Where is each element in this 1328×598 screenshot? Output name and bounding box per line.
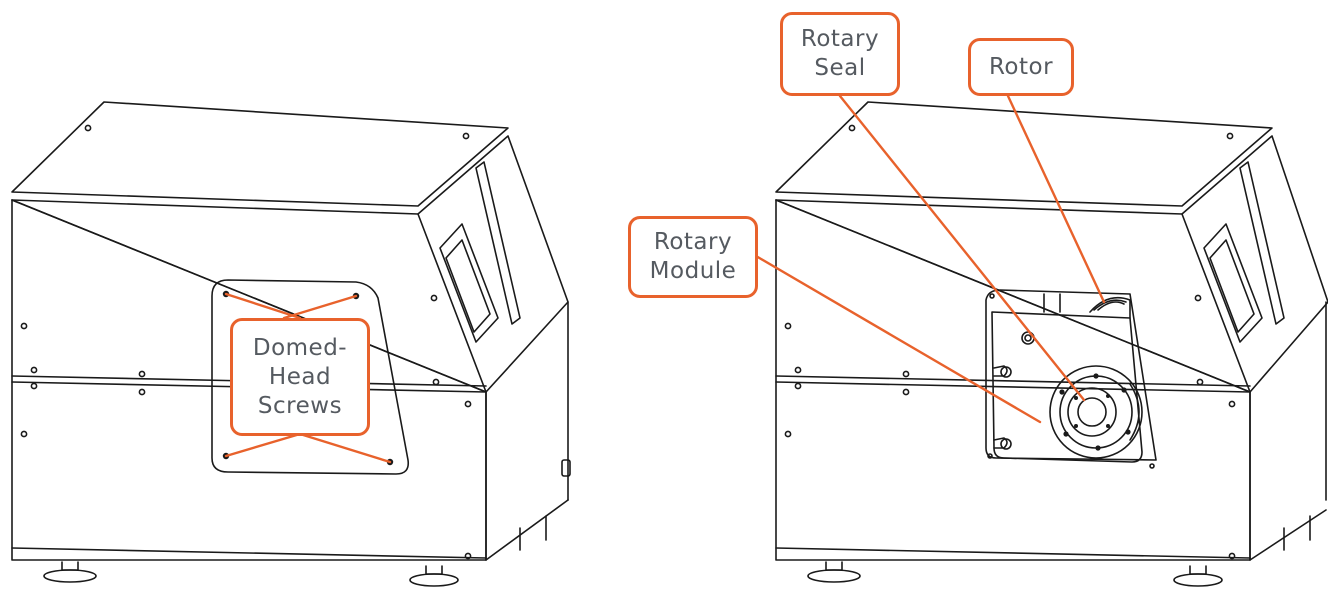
rotor-leader-line [1006, 94, 1106, 304]
right-machine-side-panel [1181, 135, 1328, 393]
callout-text-line: Domed- [252, 334, 348, 361]
callout-text-line: Screws [257, 392, 343, 419]
callout-domed-head-screws: Domed- Head Screws [230, 318, 370, 436]
callout-text-line: Rotary [800, 26, 880, 52]
right-machine-opening [985, 289, 1157, 461]
rotary-module-leader-line [754, 254, 1042, 424]
left-machine-side-panel [417, 135, 569, 393]
screws-leader-lines [224, 292, 392, 464]
rotor-part [1043, 293, 1131, 319]
rotary-seal-leader-line [838, 94, 1086, 402]
rotary-module-plate [991, 311, 1143, 463]
callout-text-line: Rotary [653, 229, 733, 255]
left-machine-feet [43, 515, 547, 587]
right-machine-front-panel [775, 199, 1251, 561]
right-machine-display [1203, 223, 1263, 343]
left-machine-access-cover [211, 279, 410, 475]
right-machine-feet [807, 515, 1311, 587]
rotary-head-assembly [1049, 365, 1143, 459]
callout-rotary-module: Rotary Module [628, 216, 758, 298]
callout-text-line: Module [649, 258, 737, 284]
left-machine-cover-on [11, 101, 571, 587]
callout-rotary-seal: Rotary Seal [780, 12, 900, 96]
right-machine-top-face [775, 101, 1273, 207]
callout-rotor: Rotor [968, 38, 1074, 96]
right-machine-cover-off [775, 101, 1328, 587]
left-machine-display [439, 223, 499, 343]
callout-text-line: Rotor [988, 53, 1054, 80]
callout-text-line: Seal [814, 55, 866, 81]
callout-text-line: Head [268, 363, 332, 390]
left-machine-top-face [11, 101, 509, 207]
